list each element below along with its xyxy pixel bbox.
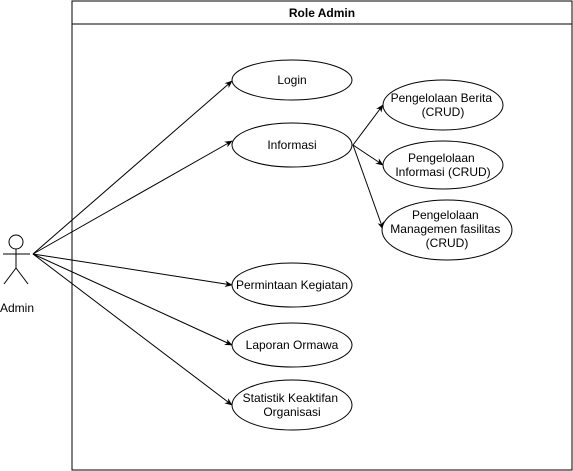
svg-text:Login: Login — [277, 73, 306, 87]
svg-text:Laporan Ormawa: Laporan Ormawa — [246, 338, 339, 352]
assoc-login — [32, 80, 233, 255]
assoc-laporan — [32, 253, 233, 346]
assoc-permintaan — [32, 253, 233, 288]
use-case-login-label: Login — [277, 73, 306, 87]
system-title: Role Admin — [289, 6, 355, 20]
use-case-informasi: Informasi — [231, 122, 353, 168]
use-case-permintaan-label: Permintaan Kegiatan — [236, 278, 348, 292]
actor-admin: Admin — [0, 234, 34, 315]
assoc-informasi — [32, 140, 233, 255]
link-fasilitas — [352, 144, 384, 230]
use-case-login: Login — [231, 59, 353, 101]
use-case-berita-line-2: (CRUD) — [422, 105, 465, 119]
link-berita — [352, 104, 384, 146]
use-case-pengelolaan-fasilitas: Pengelolaan Managemen fasilitas (CRUD) — [381, 199, 513, 261]
use-case-statistik-keaktifan: Statistik Keaktifan Organisasi — [231, 379, 353, 431]
use-case-statistik-line-1: Statistik Keaktifan — [243, 391, 338, 405]
use-case-fasilitas-line-2: Managemen fasilitas — [390, 222, 500, 236]
svg-text:Pengelolaan Berita (CRUD: Pengelolaan Berita (CRUD) — [391, 91, 496, 119]
svg-text:Informasi: Informasi — [267, 138, 316, 152]
use-case-permintaan-kegiatan: Permintaan Kegiatan — [231, 262, 353, 308]
svg-text:Statistik Keaktifan Orga: Statistik Keaktifan Organisasi — [243, 391, 342, 419]
svg-text:Permintaan Kegiatan: Permintaan Kegiatan — [236, 278, 348, 292]
actor-label: Admin — [0, 301, 34, 315]
use-case-fasilitas-line-1: Pengelolaan — [412, 208, 479, 222]
use-case-laporan-label: Laporan Ormawa — [246, 338, 339, 352]
actor-right-leg — [15, 267, 29, 285]
informasi-links — [352, 104, 384, 230]
svg-text:Pengelolaan Informasi (C: Pengelolaan Informasi (CRUD) — [395, 151, 490, 179]
link-info-crud — [352, 144, 384, 166]
use-case-fasilitas-line-3: (CRUD) — [426, 236, 469, 250]
use-case-info-crud-line-1: Pengelolaan — [408, 151, 475, 165]
actor-left-leg — [3, 267, 17, 285]
use-case-statistik-line-2: Organisasi — [263, 405, 320, 419]
use-case-laporan-ormawa: Laporan Ormawa — [231, 322, 353, 368]
use-case-berita-line-1: Pengelolaan Berita — [391, 91, 493, 105]
use-case-pengelolaan-informasi: Pengelolaan Informasi (CRUD) — [382, 140, 504, 190]
actor-associations — [32, 80, 233, 406]
actor-head — [8, 234, 24, 250]
svg-text:Pengelolaan Managemen fa: Pengelolaan Managemen fasilitas (CRUD) — [390, 208, 503, 250]
use-case-info-crud-line-2: Informasi (CRUD) — [395, 165, 490, 179]
use-case-informasi-label: Informasi — [267, 138, 316, 152]
assoc-statistik — [32, 253, 233, 406]
use-case-pengelolaan-berita: Pengelolaan Berita (CRUD) — [382, 79, 504, 131]
